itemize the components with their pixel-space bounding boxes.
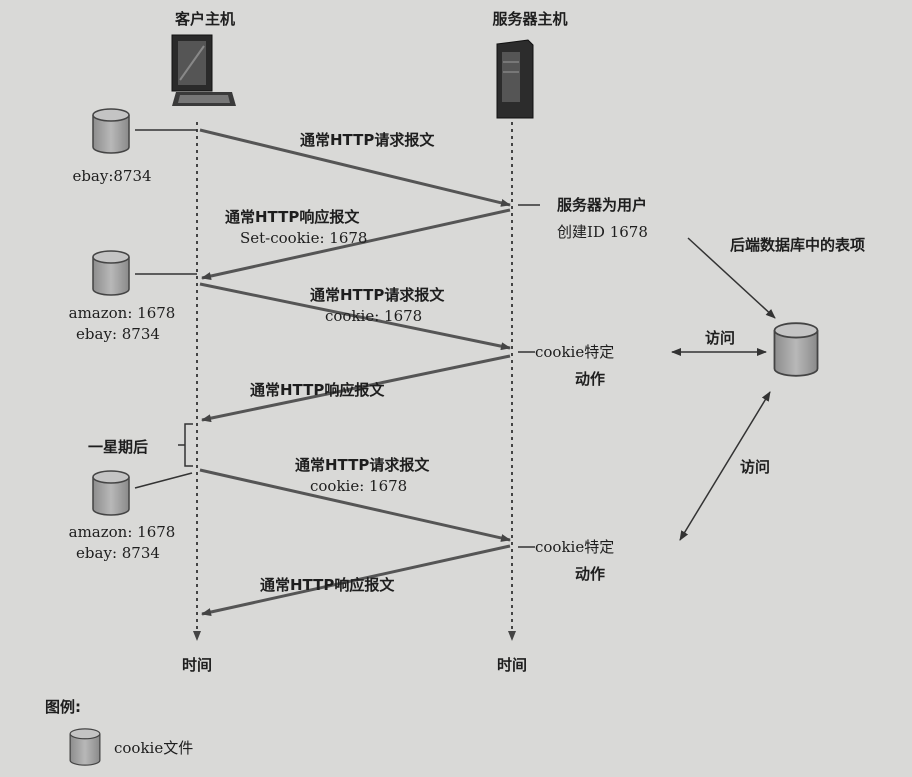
backend-db-icon (773, 322, 819, 377)
server-note: 动作 (575, 370, 605, 388)
message-label: 通常HTTP请求报文 (310, 286, 445, 304)
message-label: 通常HTTP请求报文 (295, 456, 430, 474)
message-label: 通常HTTP响应报文 (250, 381, 385, 399)
legend-title: 图例: (45, 698, 81, 716)
message-label: Set-cookie: 1678 (240, 229, 367, 247)
message-label: cookie: 1678 (310, 477, 407, 495)
cookie-file-icon (69, 728, 101, 766)
server-note: 创建ID 1678 (557, 223, 648, 241)
cookie-file-text: amazon: 1678 (69, 523, 176, 541)
cookie-file-icon (92, 108, 130, 154)
message-label: 通常HTTP请求报文 (300, 131, 435, 149)
message-label: 通常HTTP响应报文 (225, 208, 360, 226)
server-note: 服务器为用户 (557, 196, 647, 214)
message-arrow (201, 354, 511, 423)
access-arrow (679, 391, 771, 541)
cookie-file-text: ebay: 8734 (76, 544, 160, 562)
server-note: 动作 (575, 565, 605, 583)
message-arrow (199, 128, 511, 207)
message-arrow (201, 208, 511, 280)
server-icon (496, 39, 534, 119)
cookie-file-text: amazon: 1678 (69, 304, 176, 322)
week-bracket (178, 423, 193, 467)
legend-cookie-file: cookie文件 (114, 739, 193, 757)
access-label: 访问 (705, 329, 735, 347)
cookie-file-icon (92, 250, 130, 296)
backend-label: 后端数据库中的表项 (730, 236, 865, 254)
week-later-label: 一星期后 (88, 438, 148, 456)
message-arrow (199, 468, 511, 542)
access-label: 访问 (740, 458, 770, 476)
cookie-file-text: ebay:8734 (72, 167, 151, 185)
message-arrow (201, 544, 511, 616)
server-note: cookie特定 (535, 538, 614, 556)
computer-icon (171, 34, 236, 106)
message-arrow (199, 282, 511, 351)
message-label: 通常HTTP响应报文 (260, 576, 395, 594)
client-host-title: 客户主机 (174, 10, 235, 28)
message-label: cookie: 1678 (325, 307, 422, 325)
client-time-label: 时间 (182, 656, 212, 674)
cookie-file-text: ebay: 8734 (76, 325, 160, 343)
server-time-label: 时间 (497, 656, 527, 674)
server-host-title: 服务器主机 (492, 10, 567, 28)
server-note: cookie特定 (535, 343, 614, 361)
cookie-file-icon (92, 470, 130, 516)
